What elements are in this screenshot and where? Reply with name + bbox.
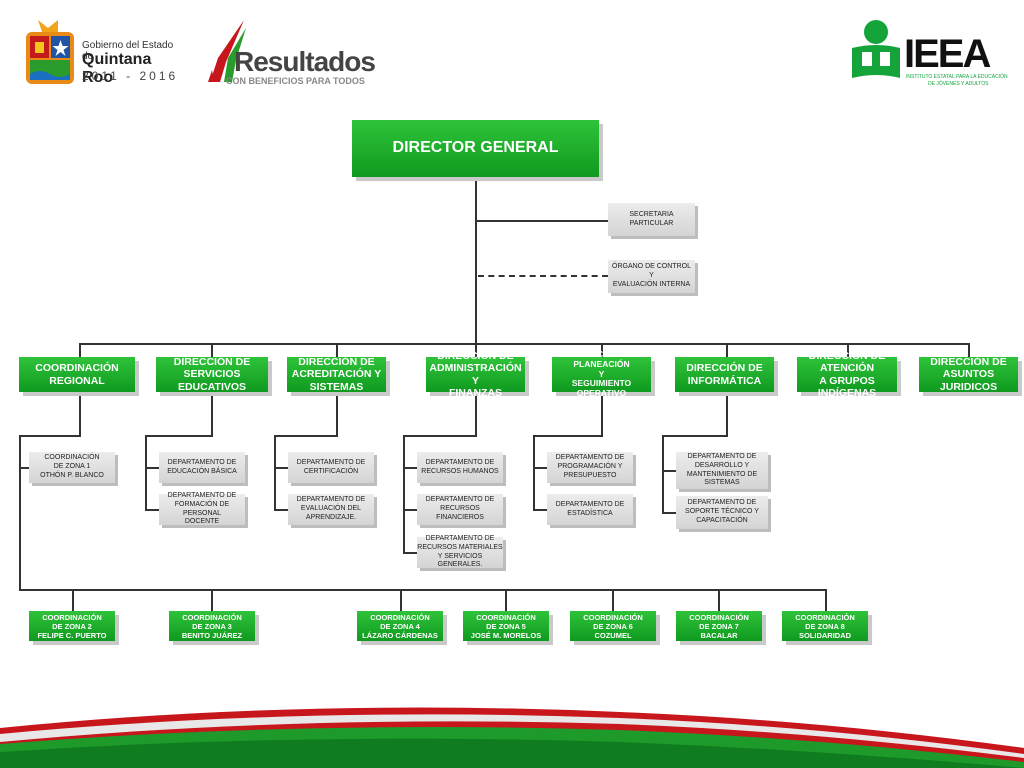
quintana-roo-logo: Gobierno del Estado de Quintana Roo 2011… — [24, 18, 184, 88]
connector-informatica-d1 — [662, 470, 676, 472]
connector-acreditacion-v — [274, 435, 276, 510]
connector-administracion-d3 — [403, 552, 417, 554]
connector-informatica-h — [662, 435, 728, 437]
depto-estadistica-box: DEPARTAMENTO DE ESTADÍSTICA — [547, 494, 633, 525]
ieea-title: IEEA — [904, 32, 991, 76]
connector-secretaria — [476, 220, 608, 222]
coordinacion-zona-1-box: COORDINACIÓN DE ZONA 1 OTHÓN P. BLANCO — [29, 452, 115, 483]
connector-acreditacion-down — [336, 392, 338, 436]
depto-educacion-basica-box: DEPARTAMENTO DE EDUCACIÓN BÁSICA — [159, 452, 245, 483]
connector-dir2 — [211, 343, 213, 357]
gov-line3: 2011 - 2016 — [82, 69, 179, 83]
connector-zone3 — [211, 589, 213, 611]
depto-evaluacion-aprendizaje-box: DEPARTAMENTO DE EVALUACIÓN DEL APRENDIZA… — [288, 494, 374, 525]
depto-recursos-humanos-box: DEPARTAMENTO DE RECURSOS HUMANOS — [417, 452, 503, 483]
connector-servicios-d1 — [145, 467, 159, 469]
connector-organo-control-dashed — [478, 275, 608, 277]
connector-directions-bus — [79, 343, 969, 345]
connector-zone2 — [72, 589, 74, 611]
depto-soporte-tecnico-box: DEPARTAMENTO DE SOPORTE TÉCNICO Y CAPACI… — [676, 496, 768, 529]
coordinacion-regional-box: COORDINACIÓN REGIONAL — [19, 357, 135, 392]
coordinacion-zona-6-box: COORDINACIÓN DE ZONA 6 COZUMEL — [570, 611, 656, 641]
direccion-informatica-box: DIRECCIÓN DE INFORMÁTICA — [675, 357, 774, 392]
connector-planeacion-v — [533, 435, 535, 510]
state-shield-icon — [26, 20, 74, 84]
ieea-logo: IEEA INSTITUTO ESTATAL PARA LA EDUCACIÓN… — [848, 18, 1008, 90]
connector-servicios-down — [211, 392, 213, 436]
coordinacion-zona-2-box: COORDINACIÓN DE ZONA 2 FELIPE C. PUERTO — [29, 611, 115, 641]
connector-zone5 — [505, 589, 507, 611]
connector-acreditacion-d2 — [274, 509, 288, 511]
organo-control-box: ÓRGANO DE CONTROL Y EVALUACIÓN INTERNA — [608, 260, 695, 293]
connector-dir7 — [847, 343, 849, 357]
connector-regional-down — [79, 392, 81, 436]
ieea-subtitle-2: DE JÓVENES Y ADULTOS — [928, 81, 989, 87]
connector-informatica-d2 — [662, 512, 676, 514]
direccion-acreditacion-box: DIRECCIÓN DE ACREDITACIÓN Y SISTEMAS — [287, 356, 386, 393]
connector-planeacion-down — [601, 392, 603, 436]
connector-servicios-d2 — [145, 509, 159, 511]
connector-administracion-down — [475, 392, 477, 436]
direccion-servicios-educativos-box: DIRECCIÓN DE SERVICIOS EDUCATIVOS — [156, 356, 268, 393]
resultados-mark-icon — [208, 20, 246, 82]
connector-servicios-v — [145, 435, 147, 510]
resultados-logo: Resultados CON BENEFICIOS PARA TODOS — [206, 18, 376, 88]
connector-zone4 — [400, 589, 402, 611]
direccion-administracion-box: DIRECCIÓN DE ADMINISTRACIÓN Y FINANZAS — [426, 350, 525, 399]
depto-programacion-presupuesto-box: DEPARTAMENTO DE PROGRAMACIÓN Y PRESUPUES… — [547, 452, 633, 483]
reader-figure-icon — [852, 20, 900, 78]
connector-regional-left-vertical — [19, 435, 21, 590]
depto-recursos-materiales-box: DEPARTAMENTO DE RECURSOS MATERIALES Y SE… — [417, 535, 503, 569]
coordinacion-zona-4-box: COORDINACIÓN DE ZONA 4 LÁZARO CÁRDENAS — [357, 611, 443, 641]
direccion-planeacion-box: DIRECCIÓN DE PLANEACIÓN Y SEGUIMIENTO OP… — [552, 349, 651, 398]
coordinacion-zona-3-box: COORDINACIÓN DE ZONA 3 BENITO JUÁREZ — [169, 611, 255, 641]
depto-recursos-financieros-box: DEPARTAMENTO DE RECURSOS FINANCIEROS — [417, 494, 503, 525]
connector-dir6 — [726, 343, 728, 357]
gov-line2: Quintana Roo — [82, 51, 152, 86]
connector-administracion-h — [403, 435, 477, 437]
connector-main-vertical — [475, 177, 477, 344]
coordinacion-zona-8-box: COORDINACIÓN DE ZONA 8 SOLIDARIDAD — [782, 611, 868, 641]
connector-dir8 — [968, 343, 970, 357]
depto-formacion-personal-box: DEPARTAMENTO DE FORMACIÓN DE PERSONAL DO… — [159, 492, 245, 525]
depto-certificacion-box: DEPARTAMENTO DE CERTIFICACIÓN — [288, 452, 374, 483]
connector-servicios-h — [145, 435, 213, 437]
direccion-asuntos-juridicos-box: DIRECCIÓN DE ASUNTOS JURIDICOS — [919, 356, 1018, 393]
connector-zone8 — [825, 589, 827, 611]
connector-administracion-d1 — [403, 467, 417, 469]
connector-zone6 — [612, 589, 614, 611]
connector-acreditacion-h — [274, 435, 338, 437]
coordinacion-zona-7-box: COORDINACIÓN DE ZONA 7 BACALAR — [676, 611, 762, 641]
connector-dir5 — [601, 343, 603, 357]
ieea-subtitle-1: INSTITUTO ESTATAL PARA LA EDUCACIÓN — [906, 74, 1008, 80]
connector-administracion-d2 — [403, 509, 417, 511]
depto-desarrollo-sistemas-box: DEPARTAMENTO DE DESARROLLO Y MANTENIMIEN… — [676, 452, 768, 489]
connector-dir1 — [79, 343, 81, 357]
connector-planeacion-h — [533, 435, 603, 437]
secretaria-particular-box: SECRETARIA PARTICULAR — [608, 203, 695, 236]
connector-planeacion-d2 — [533, 509, 547, 511]
director-general-box: DIRECTOR GENERAL — [352, 120, 599, 177]
connector-dir3 — [336, 343, 338, 357]
footer-swoosh-decoration — [0, 707, 1024, 768]
connector-regional-h — [19, 435, 81, 437]
direccion-grupos-indigenas-box: DIRECCIÓN DE ATENCIÓN A GRUPOS INDÍGENAS — [797, 350, 897, 399]
connector-administracion-v — [403, 435, 405, 553]
connector-zone7 — [718, 589, 720, 611]
resultados-subtitle: CON BENEFICIOS PARA TODOS — [226, 76, 365, 86]
gov-line1: Gobierno del Estado de — [82, 40, 174, 62]
connector-informatica-down — [726, 392, 728, 436]
connector-dir4 — [475, 343, 477, 357]
coordinacion-zona-5-box: COORDINACIÓN DE ZONA 5 JOSÉ M. MORELOS — [463, 611, 549, 641]
resultados-title: Resultados — [234, 46, 376, 77]
connector-planeacion-d1 — [533, 467, 547, 469]
connector-zone1 — [19, 467, 29, 469]
connector-informatica-v — [662, 435, 664, 513]
connector-acreditacion-d1 — [274, 467, 288, 469]
connector-zones-bus — [19, 589, 827, 591]
